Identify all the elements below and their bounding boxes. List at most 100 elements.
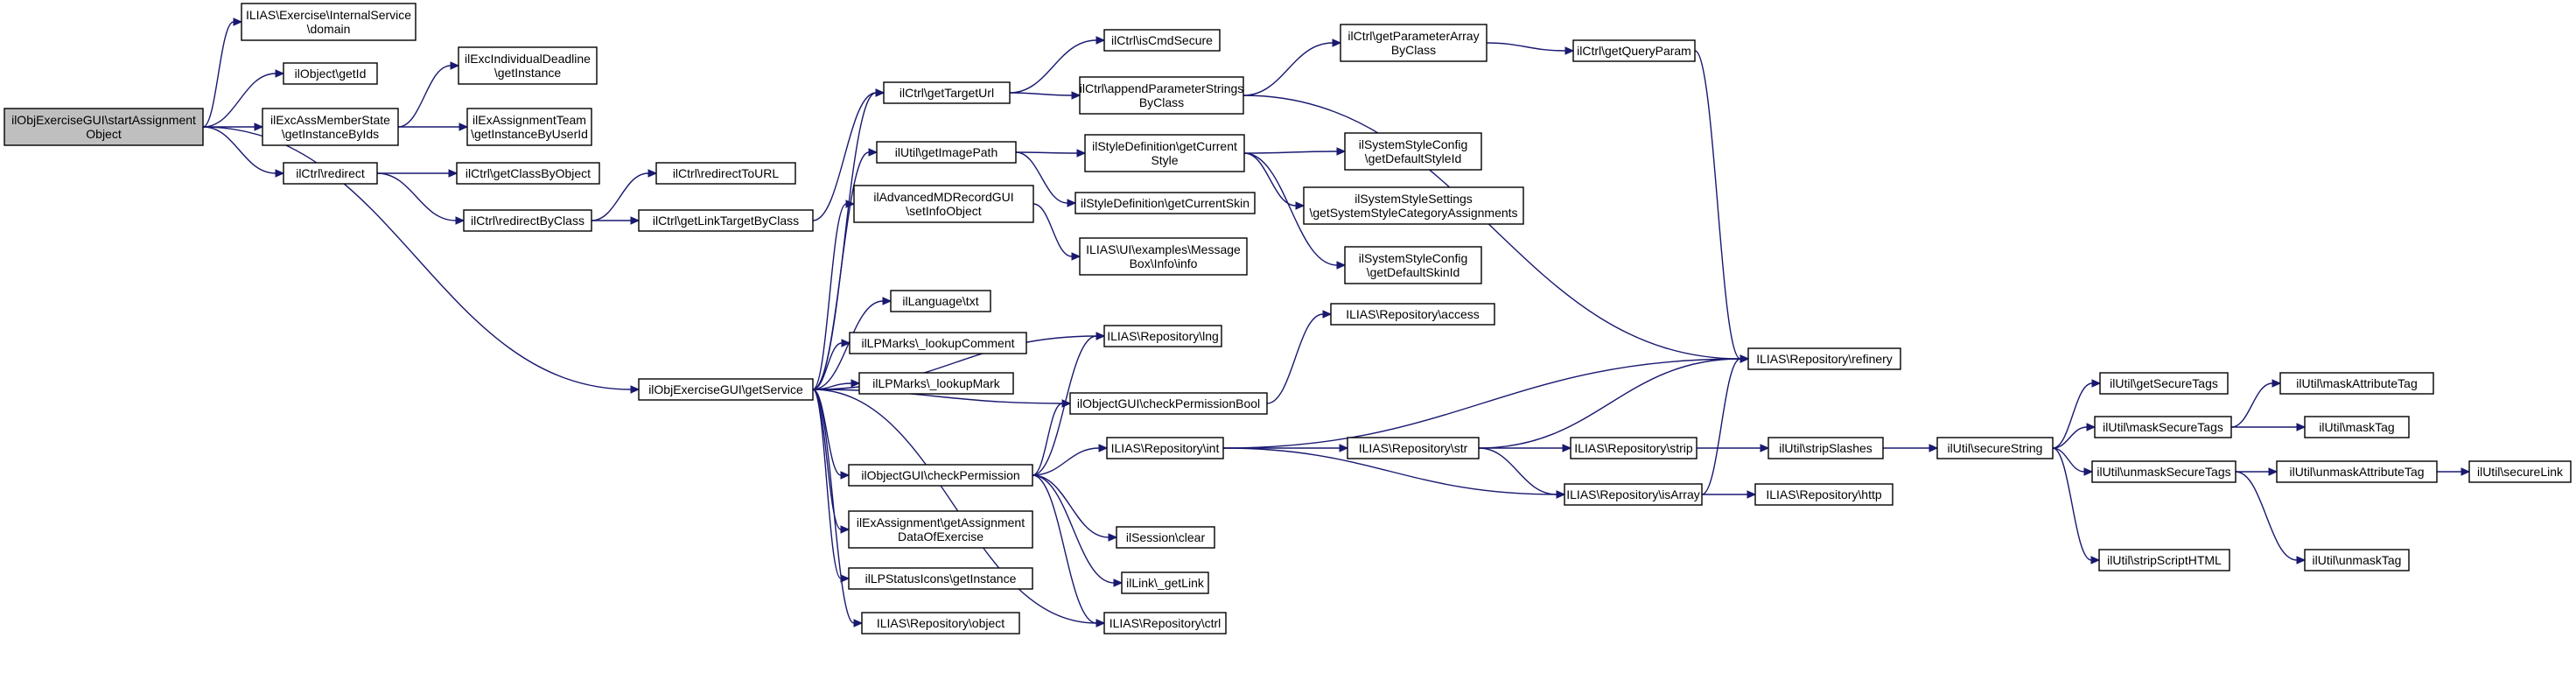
function-node[interactable]: ilSystemStyleConfig\getDefaultStyleId	[1344, 132, 1482, 171]
function-node[interactable]: ilUtil\maskTag	[2304, 416, 2410, 438]
function-node[interactable]: ILIAS\Repository\strip	[1570, 437, 1698, 459]
node-box	[283, 62, 378, 85]
function-node[interactable]: ilObject\getId	[283, 62, 378, 85]
function-node[interactable]: ilAdvancedMDRecordGUI\setInfoObject	[853, 185, 1034, 223]
edge-arrowhead	[630, 385, 640, 394]
edge-line	[812, 203, 847, 390]
function-node[interactable]: ilLPMarks\_lookupComment	[849, 332, 1027, 354]
function-node[interactable]: ilExcAssMemberState\getInstanceByIds	[262, 108, 399, 146]
edge-arrowhead	[840, 525, 850, 534]
function-node[interactable]: ilUtil\stripScriptHTML	[2098, 549, 2230, 571]
node-label: \getInstance	[494, 66, 561, 80]
node-label: ilStyleDefinition\getCurrentSkin	[1081, 196, 1250, 210]
node-box	[1116, 526, 1215, 549]
function-node[interactable]: ILIAS\Exercise\InternalService\domain	[241, 3, 416, 41]
node-box	[638, 378, 814, 401]
call-edge-n3-n7	[398, 123, 469, 131]
edge-line	[1015, 151, 1068, 204]
function-node[interactable]: ilExcIndividualDeadline\getInstance	[458, 46, 598, 85]
function-node[interactable]: ilUtil\getSecureTags	[2099, 372, 2229, 395]
function-node[interactable]: ilObjectGUI\checkPermission	[848, 464, 1033, 487]
node-label: ilExAssignmentTeam	[472, 113, 586, 127]
function-node[interactable]: ilUtil\secureLink	[2468, 460, 2572, 483]
function-node[interactable]: ilSystemStyleConfig\getDefaultSkinId	[1344, 246, 1482, 284]
edge-arrowhead	[2272, 379, 2282, 388]
node-label: ilCtrl\getQueryParam	[1577, 44, 1691, 58]
node-label: \getInstanceByIds	[282, 127, 379, 141]
function-node[interactable]: ilUtil\getImagePath	[876, 141, 1017, 164]
function-node[interactable]: ilUtil\unmaskAttributeTag	[2276, 460, 2438, 483]
node-box	[1103, 29, 1221, 52]
node-box	[2468, 460, 2572, 483]
node-label: ILIAS\UI\examples\Message	[1086, 242, 1241, 256]
call-edge-n9-n11	[592, 216, 640, 225]
function-node[interactable]: ILIAS\Repository\object	[861, 612, 1020, 634]
node-box	[1570, 437, 1698, 459]
function-node[interactable]: ilCtrl\getTargetUrl	[883, 81, 1011, 104]
call-edge-root-n2	[202, 69, 285, 128]
function-node[interactable]: ilUtil\unmaskSecureTags	[2091, 460, 2236, 483]
function-node[interactable]: ilSession\clear	[1116, 526, 1215, 549]
function-node[interactable]: ILIAS\Repository\lng	[1103, 325, 1222, 347]
function-node[interactable]: ilLPStatusIcons\getInstance	[848, 567, 1033, 590]
function-node[interactable]: ilLPMarks\_lookupMark	[858, 372, 1014, 395]
function-node[interactable]: ILIAS\Repository\ctrl	[1103, 612, 1227, 634]
node-label: ilUtil\unmaskSecureTags	[2096, 465, 2230, 479]
function-node[interactable]: ILIAS\Repository\access	[1330, 303, 1495, 326]
function-node[interactable]: ILIAS\Repository\http	[1754, 483, 1894, 506]
node-box	[883, 81, 1011, 104]
function-node[interactable]: ilUtil\stripSlashes	[1768, 437, 1884, 459]
node-box	[1121, 571, 1209, 594]
node-box	[853, 185, 1034, 223]
function-node[interactable]: ilObjectGUI\checkPermissionBool	[1069, 392, 1268, 415]
function-node[interactable]: ILIAS\Repository\int	[1106, 437, 1224, 459]
function-node[interactable]: ilCtrl\redirect	[283, 162, 378, 185]
call-edge-n48-n52	[2235, 467, 2278, 476]
function-node[interactable]: ilUtil\maskSecureTags	[2094, 416, 2232, 438]
call-edge-n16-n31	[1694, 50, 1750, 363]
edge-arrowhead	[868, 148, 878, 157]
node-label: ilUtil\maskAttributeTag	[2296, 376, 2418, 390]
function-node[interactable]: ilUtil\unmaskTag	[2304, 549, 2410, 571]
edge-line	[1266, 313, 1324, 404]
node-label: ilCtrl\redirect	[296, 166, 365, 180]
function-node[interactable]: ilSystemStyleSettings\getSystemStyleCate…	[1303, 186, 1524, 225]
edge-line	[812, 389, 1063, 404]
node-label: ilUtil\stripSlashes	[1779, 441, 1872, 455]
function-node[interactable]: ilCtrl\getQueryParam	[1572, 39, 1696, 62]
function-node[interactable]: ilObjExerciseGUI\getService	[638, 378, 814, 401]
edge-arrowhead	[2086, 423, 2096, 431]
function-node[interactable]: ILIAS\Repository\isArray	[1564, 483, 1703, 506]
edge-arrowhead	[1760, 444, 1770, 452]
function-node[interactable]: ilUtil\secureString	[1936, 437, 2054, 459]
function-node[interactable]: ilLink\_getLink	[1121, 571, 1209, 594]
function-node[interactable]: ilLanguage\txt	[890, 290, 991, 312]
node-box	[848, 510, 1033, 549]
function-node[interactable]: ILIAS\Repository\str	[1347, 437, 1480, 459]
function-node[interactable]: ilUtil\maskAttributeTag	[2279, 372, 2434, 395]
function-node[interactable]: ilStyleDefinition\getCurrentSkin	[1074, 192, 1256, 214]
node-box	[638, 209, 814, 232]
edge-arrowhead	[455, 216, 466, 225]
edge-arrowhead	[1071, 252, 1082, 261]
function-node[interactable]: ILIAS\Repository\refinery	[1747, 347, 1901, 370]
function-node[interactable]: ilExAssignmentTeam\getInstanceByUserId	[466, 108, 592, 146]
edge-line	[1243, 151, 1338, 154]
function-node[interactable]: ilCtrl\redirectByClass	[463, 209, 592, 232]
function-node[interactable]: ilCtrl\getClassByObject	[456, 162, 600, 185]
function-node[interactable]: ilCtrl\redirectToURL	[655, 162, 796, 185]
call-edge-n37-n32	[1032, 444, 1109, 476]
node-box	[1340, 24, 1488, 62]
edge-line	[812, 389, 855, 624]
node-box	[1106, 437, 1224, 459]
node-label: \getDefaultStyleId	[1365, 151, 1462, 165]
function-node[interactable]: ilExAssignment\getAssignmentDataOfExerci…	[848, 510, 1033, 549]
function-node[interactable]: ilCtrl\getLinkTargetByClass	[638, 209, 814, 232]
edge-line	[2230, 382, 2273, 428]
function-node[interactable]: ilCtrl\isCmdSecure	[1103, 29, 1221, 52]
edge-arrowhead	[1295, 201, 1306, 210]
